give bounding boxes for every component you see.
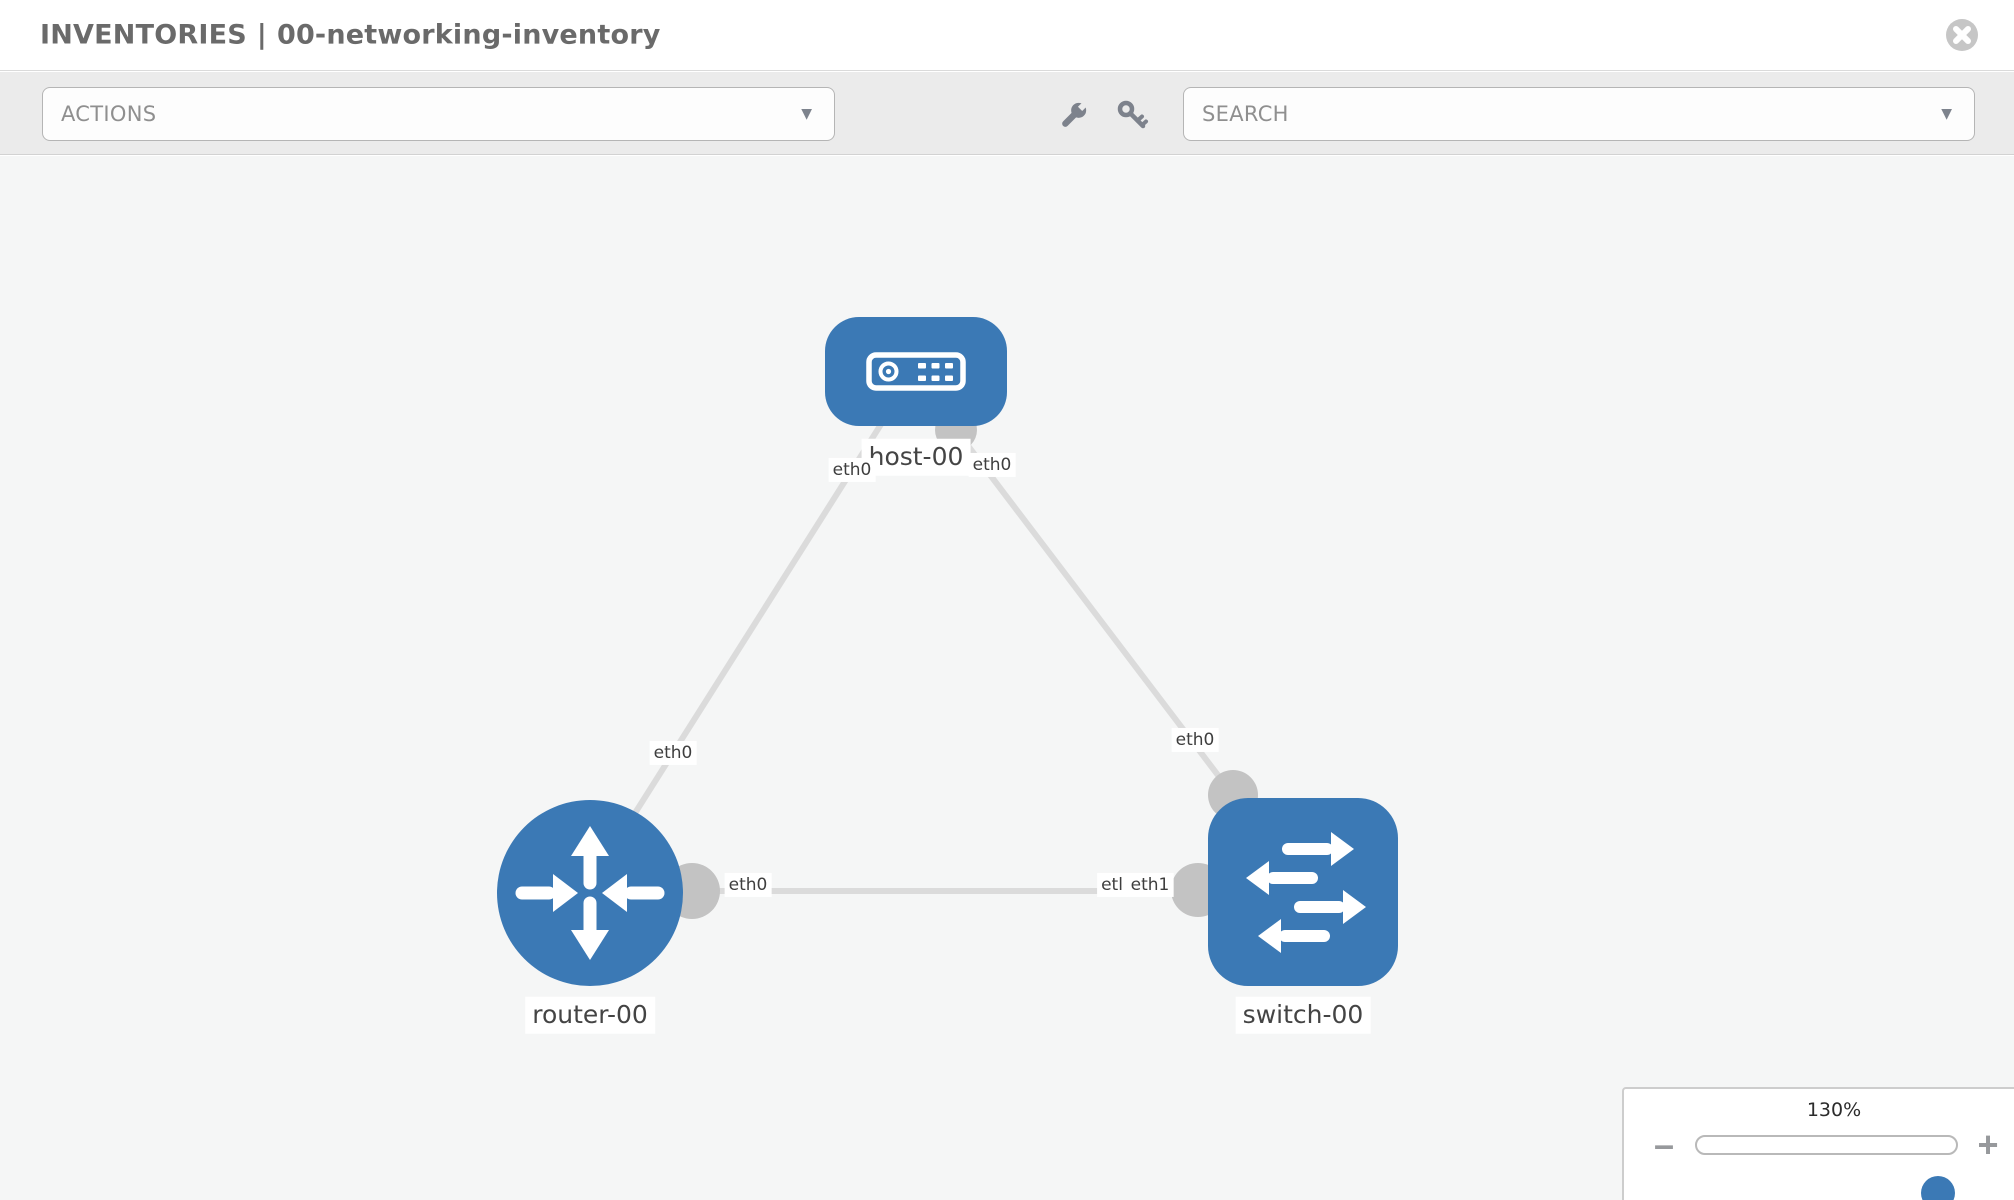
topology-graph (497, 317, 1398, 986)
node-label-router: router-00 (525, 996, 655, 1034)
iface-label-router-eth0-a: eth0 (649, 740, 697, 766)
iface-label-switch-eth1: eth1 (1126, 872, 1174, 898)
zoom-control-panel: 130% – + (1622, 1087, 2014, 1200)
search-dropdown[interactable]: SEARCH ▼ (1183, 87, 1975, 141)
topology-canvas[interactable]: host-00 router-00 switch-00 eth0 eth0 et… (0, 156, 2014, 1200)
breadcrumb-section: INVENTORIES (40, 19, 247, 51)
chevron-down-icon: ▼ (1941, 106, 1952, 122)
host-icon (866, 352, 966, 391)
header: INVENTORIES | 00-networking-inventory (0, 0, 2014, 71)
switch-icon (1246, 832, 1366, 953)
node-label-host: host-00 (861, 438, 971, 476)
page-title: INVENTORIES | 00-networking-inventory (40, 20, 661, 51)
zoom-level-text: 130% (1806, 1099, 1862, 1121)
key-button[interactable] (1111, 99, 1155, 133)
tools-button[interactable] (1051, 99, 1095, 133)
close-button[interactable] (1945, 18, 1979, 52)
iface-label-host-eth0-a: eth0 (828, 457, 876, 483)
iface-label-switch-clipped: etl (1097, 872, 1127, 898)
chevron-down-icon: ▼ (801, 106, 812, 122)
node-host-00[interactable] (825, 317, 1007, 426)
iface-label-host-eth0-b: eth0 (968, 452, 1016, 478)
actions-dropdown-label: ACTIONS (61, 102, 157, 126)
breadcrumb-separator: | (256, 19, 267, 51)
node-label-switch: switch-00 (1235, 996, 1371, 1034)
wrench-icon (1062, 100, 1089, 127)
actions-dropdown[interactable]: ACTIONS ▼ (42, 87, 835, 141)
iface-label-switch-eth0: eth0 (1171, 727, 1219, 753)
node-switch-00[interactable] (1208, 798, 1398, 986)
zoom-out-button[interactable]: – (1646, 1127, 1682, 1163)
router-icon (515, 826, 665, 960)
toolbar: ACTIONS ▼ SEARCH ▼ (0, 72, 2014, 155)
zoom-slider-track[interactable] (1695, 1135, 1958, 1200)
close-icon (1946, 19, 1978, 51)
zoom-slider-handle[interactable] (1921, 1176, 1955, 1200)
zoom-in-button[interactable]: + (1970, 1127, 2006, 1163)
key-icon (1117, 100, 1148, 129)
node-router-00[interactable] (497, 800, 683, 986)
search-dropdown-label: SEARCH (1202, 102, 1289, 126)
inventory-name: 00-networking-inventory (276, 19, 661, 51)
iface-label-router-eth0-b: eth0 (724, 872, 772, 898)
